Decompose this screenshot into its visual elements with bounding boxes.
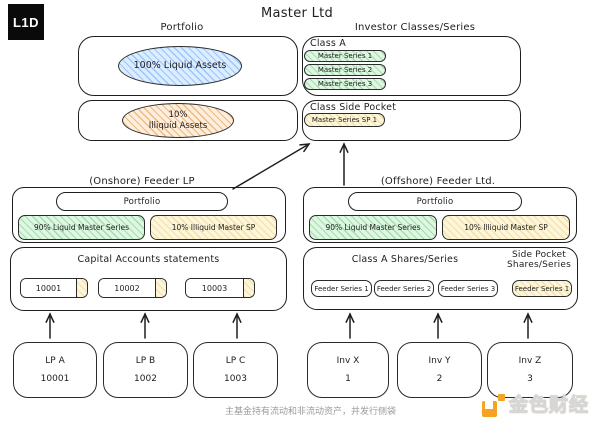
investor-name: Inv X — [336, 356, 360, 366]
arrow-lpc-to-capital — [232, 312, 242, 339]
arrow-lpb-to-capital — [140, 312, 150, 339]
account-number: 10003 — [186, 279, 244, 297]
lp-account: 10001 — [40, 374, 70, 384]
capital-account-card: 10001 — [20, 278, 88, 298]
capital-account-card: 10002 — [98, 278, 167, 298]
account-sp-tab — [156, 279, 166, 297]
lp-name: LP A — [45, 356, 65, 366]
offshore-illiquid-pill: 10% Illiquid Master SP — [442, 215, 570, 240]
master-series-pill: Master Series 3 — [304, 78, 386, 90]
side-pocket-label-line2: Shares/Series — [507, 260, 571, 270]
side-pocket-feeder-series-pill: Feeder Series 1 — [512, 280, 572, 297]
illiquid-assets-ellipse: 10% Illiquid Assets — [122, 103, 234, 138]
lp-b-node: LP B 1002 — [103, 342, 188, 398]
arrow-invz-to-shares — [523, 312, 533, 339]
capital-accounts-label: Capital Accounts statements — [77, 254, 220, 265]
master-series-sp-pill: Master Series SP 1 — [304, 113, 385, 127]
jinse-logo-icon — [482, 394, 505, 417]
inv-x-node: Inv X 1 — [307, 342, 389, 398]
investor-series: 3 — [527, 374, 533, 384]
account-sp-tab — [244, 279, 254, 297]
feeder-series-pill: Feeder Series 2 — [374, 280, 434, 297]
onshore-liquid-pill: 90% Liquid Master Series — [18, 215, 145, 240]
onshore-feeder-label: (Onshore) Feeder LP — [89, 176, 195, 187]
diagram-title: Master Ltd — [260, 6, 334, 21]
investor-series: 2 — [436, 374, 443, 384]
lp-account: 1003 — [224, 374, 247, 384]
shares-series-box — [303, 247, 578, 310]
inv-y-node: Inv Y 2 — [397, 342, 482, 398]
capital-account-card: 10003 — [185, 278, 255, 298]
l1d-logo: L1D — [8, 4, 44, 40]
liquid-assets-ellipse: 100% Liquid Assets — [118, 46, 242, 86]
investor-name: Inv Y — [428, 356, 451, 366]
onshore-illiquid-pill: 10% Illiquid Master SP — [150, 215, 277, 240]
offshore-liquid-pill: 90% Liquid Master Series — [309, 215, 437, 240]
arrow-invx-to-shares — [345, 312, 355, 339]
master-series-pill: Master Series 2 — [304, 64, 386, 76]
side-pocket-shares-label: Side Pocket Shares/Series — [505, 250, 573, 270]
arrow-onshore-to-master — [232, 143, 311, 190]
caption-text: 主基金持有流动和非流动资产，并发行侧袋 — [225, 407, 397, 417]
master-portfolio-label: Portfolio — [160, 22, 204, 33]
inv-z-node: Inv Z 3 — [487, 342, 573, 398]
onshore-portfolio-label: Portfolio — [123, 197, 161, 207]
illiquid-line1: 10% — [168, 109, 188, 120]
illiquid-line2: Illiquid Assets — [148, 120, 208, 131]
investor-series: 1 — [345, 374, 351, 384]
lp-account: 1002 — [134, 374, 157, 384]
offshore-portfolio-box — [348, 192, 522, 211]
arrow-invy-to-shares — [433, 312, 443, 339]
class-a-shares-label: Class A Shares/Series — [351, 254, 459, 265]
feeder-series-pill: Feeder Series 1 — [311, 280, 372, 297]
watermark: 金色财经 — [482, 394, 589, 417]
account-number: 10001 — [21, 279, 77, 297]
class-a-label: Class A — [310, 38, 346, 49]
master-series-pill: Master Series 1 — [304, 50, 386, 62]
side-pocket-label-line1: Side Pocket — [511, 250, 567, 260]
onshore-portfolio-box — [56, 192, 228, 211]
class-side-pocket-label: Class Side Pocket — [310, 102, 397, 113]
arrow-lpa-to-capital — [45, 312, 55, 339]
jinse-logo-dot — [498, 394, 505, 401]
account-number: 10002 — [99, 279, 156, 297]
investor-name: Inv Z — [518, 356, 542, 366]
lp-name: LP C — [225, 356, 246, 366]
lp-c-node: LP C 1003 — [193, 342, 278, 398]
account-sp-tab — [77, 279, 87, 297]
investor-classes-label: Investor Classes/Series — [354, 22, 476, 33]
lp-name: LP B — [135, 356, 156, 366]
lp-a-node: LP A 10001 — [13, 342, 97, 398]
offshore-portfolio-label: Portfolio — [416, 197, 454, 207]
arrow-offshore-to-master — [339, 142, 349, 186]
feeder-series-pill: Feeder Series 3 — [438, 280, 498, 297]
jinse-logo-notch — [485, 401, 493, 409]
watermark-text: 金色财经 — [508, 394, 590, 417]
offshore-feeder-label: (Offshore) Feeder Ltd. — [380, 176, 496, 187]
